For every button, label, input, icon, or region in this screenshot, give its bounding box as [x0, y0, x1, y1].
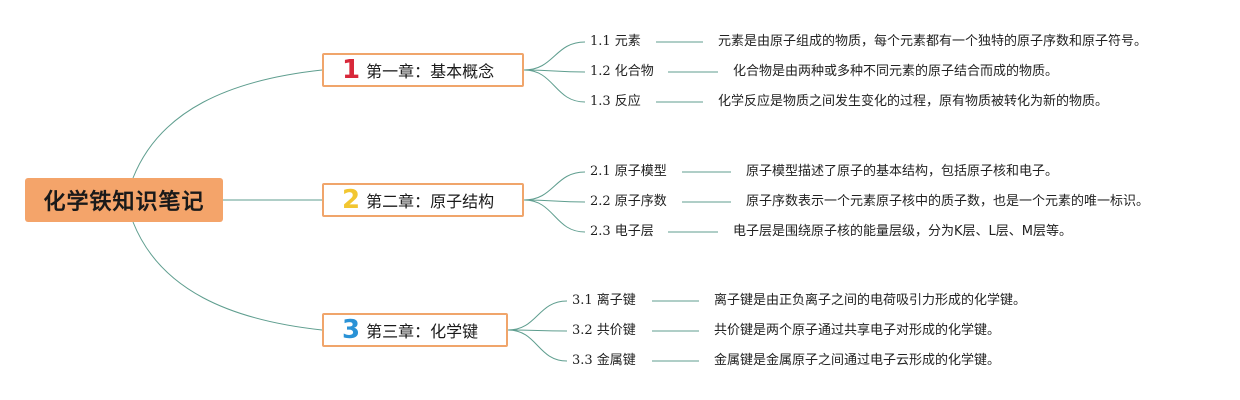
chapter-3-branch-2 — [507, 329, 568, 332]
subtopic-label-3-3[interactable]: 3.3 金属键 — [572, 353, 636, 368]
chapter-node-2[interactable]: 2 第二章：原子结构 — [322, 183, 524, 217]
subtopic-label-2-3[interactable]: 2.3 电子层 — [590, 224, 654, 239]
subtopic-label-3-2[interactable]: 3.2 共价键 — [572, 323, 636, 338]
subtopic-label-2-1[interactable]: 2.1 原子模型 — [590, 164, 667, 179]
chapter-1-branch-1 — [523, 41, 586, 71]
root-to-chapter-1-line — [132, 69, 323, 179]
chapter-1-branch-2 — [523, 69, 586, 73]
subtopic-desc-1-3[interactable]: 化学反应是物质之间发生变化的过程，原有物质被转化为新的物质。 — [718, 94, 1109, 109]
subtopic-desc-1-2[interactable]: 化合物是由两种或多种不同元素的原子结合而成的物质。 — [733, 64, 1059, 79]
chapter-2-branch-3 — [523, 199, 586, 233]
chapter-node-3[interactable]: 3 第三章：化学键 — [322, 313, 508, 347]
subtopic-label-1-1[interactable]: 1.1 元素 — [590, 34, 641, 49]
chapter-title-1: 第一章：基本概念 — [366, 62, 495, 81]
chapter-2-branch-1 — [523, 171, 586, 201]
chapter-2-branch-2 — [523, 199, 586, 203]
chapter-1-branch-3 — [523, 69, 586, 103]
root-topic-label: 化学铁知识笔记 — [43, 190, 205, 215]
chapter-title-3: 第三章：化学键 — [366, 322, 479, 341]
chapter-number-3: 3 — [342, 315, 361, 345]
chapter-3-branch-3 — [507, 329, 568, 362]
subtopic-label-1-3[interactable]: 1.3 反应 — [590, 94, 641, 109]
subtopic-desc-3-3[interactable]: 金属键是金属原子之间通过电子云形成的化学键。 — [714, 353, 1001, 368]
root-topic[interactable]: 化学铁知识笔记 — [25, 178, 223, 222]
subtopic-desc-2-2[interactable]: 原子序数表示一个元素原子核中的质子数，也是一个元素的唯一标识。 — [746, 194, 1150, 209]
chapter-number-1: 1 — [342, 55, 361, 85]
root-to-chapter-3-line — [132, 221, 323, 331]
subtopic-desc-2-3[interactable]: 电子层是围绕原子核的能量层级，分为K层、L层、M层等。 — [733, 224, 1072, 239]
subtopic-label-1-2[interactable]: 1.2 化合物 — [590, 64, 654, 79]
subtopic-desc-3-1[interactable]: 离子键是由正负离子之间的电荷吸引力形成的化学键。 — [714, 293, 1027, 308]
subtopic-desc-1-1[interactable]: 元素是由原子组成的物质，每个元素都有一个独特的原子序数和原子符号。 — [718, 34, 1148, 49]
subtopic-label-3-1[interactable]: 3.1 离子键 — [572, 293, 636, 308]
chapter-title-2: 第二章：原子结构 — [366, 192, 495, 211]
chapter-number-2: 2 — [342, 185, 361, 215]
subtopic-desc-3-2[interactable]: 共价键是两个原子通过共享电子对形成的化学键。 — [714, 323, 1001, 338]
chapter-3-branch-1 — [507, 300, 568, 331]
subtopic-desc-2-1[interactable]: 原子模型描述了原子的基本结构，包括原子核和电子。 — [746, 164, 1059, 179]
subtopic-label-2-2[interactable]: 2.2 原子序数 — [590, 194, 667, 209]
chapter-node-1[interactable]: 1 第一章：基本概念 — [322, 53, 524, 87]
